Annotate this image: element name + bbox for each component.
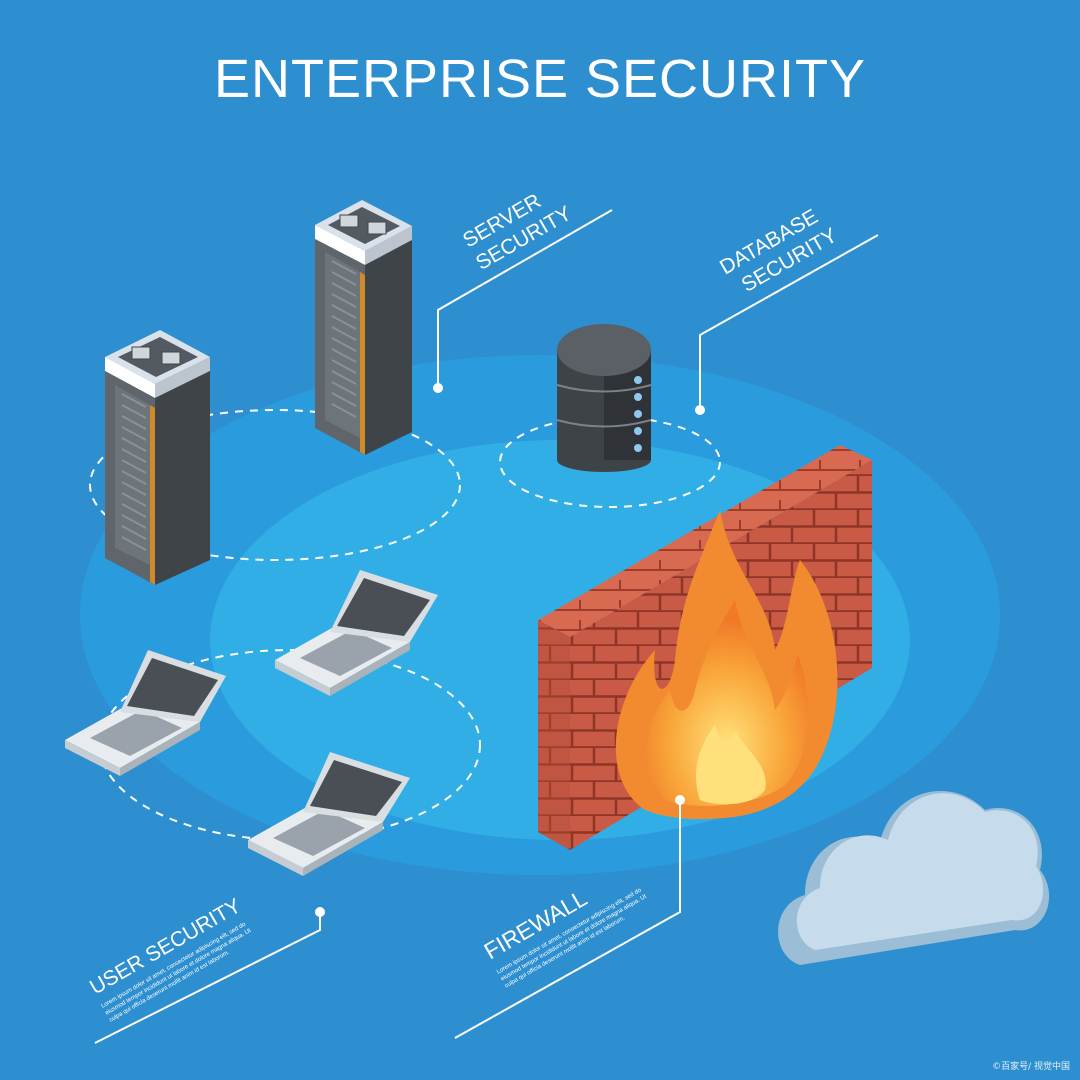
- rack-slot: [121, 404, 147, 419]
- rack-slot: [331, 271, 357, 286]
- laptop-icon: [65, 570, 438, 876]
- rack-slot: [121, 437, 147, 452]
- rack-slot: [331, 392, 357, 407]
- watermark: ©百家号/ 视觉中国: [992, 1062, 1070, 1072]
- rack-slot: [331, 315, 357, 330]
- server-security-label: SERVER SECURITY: [459, 189, 575, 274]
- firewall-label: FIREWALL Lorem ipsum dolor sit amet, con…: [480, 885, 648, 990]
- rack-slot: [331, 370, 357, 385]
- rack-slot: [331, 260, 357, 275]
- database-icon: [556, 324, 652, 472]
- rack-slot: [121, 459, 147, 474]
- rack-slot: [121, 448, 147, 463]
- rack-slot: [121, 536, 147, 551]
- rack-slot: [121, 503, 147, 518]
- cloud-icon: [778, 791, 1050, 965]
- rack-slot: [121, 415, 147, 430]
- flame-icon: [615, 510, 838, 820]
- leader-lines: [94, 209, 879, 1044]
- rack-slot: [331, 403, 357, 418]
- database-security-label: DATABASE SECURITY: [716, 205, 841, 297]
- page-title: ENTERPRISE SECURITY: [213, 49, 867, 109]
- rack-slot: [331, 348, 357, 363]
- rack-slot: [121, 525, 147, 540]
- rack-slot: [331, 282, 357, 297]
- rack-slot: [331, 359, 357, 374]
- rack-slot: [121, 514, 147, 529]
- rack-slot: [121, 492, 147, 507]
- rack-slot: [331, 293, 357, 308]
- leader-dots: [315, 383, 705, 917]
- rack-slot: [331, 326, 357, 341]
- rack-slot: [331, 337, 357, 352]
- rack-slot: [121, 481, 147, 496]
- rack-slot: [331, 304, 357, 319]
- rack-slot: [121, 470, 147, 485]
- rack-slot: [331, 381, 357, 396]
- rack-slot: [121, 393, 147, 408]
- rack-slots: [121, 260, 357, 551]
- rack-slot: [121, 426, 147, 441]
